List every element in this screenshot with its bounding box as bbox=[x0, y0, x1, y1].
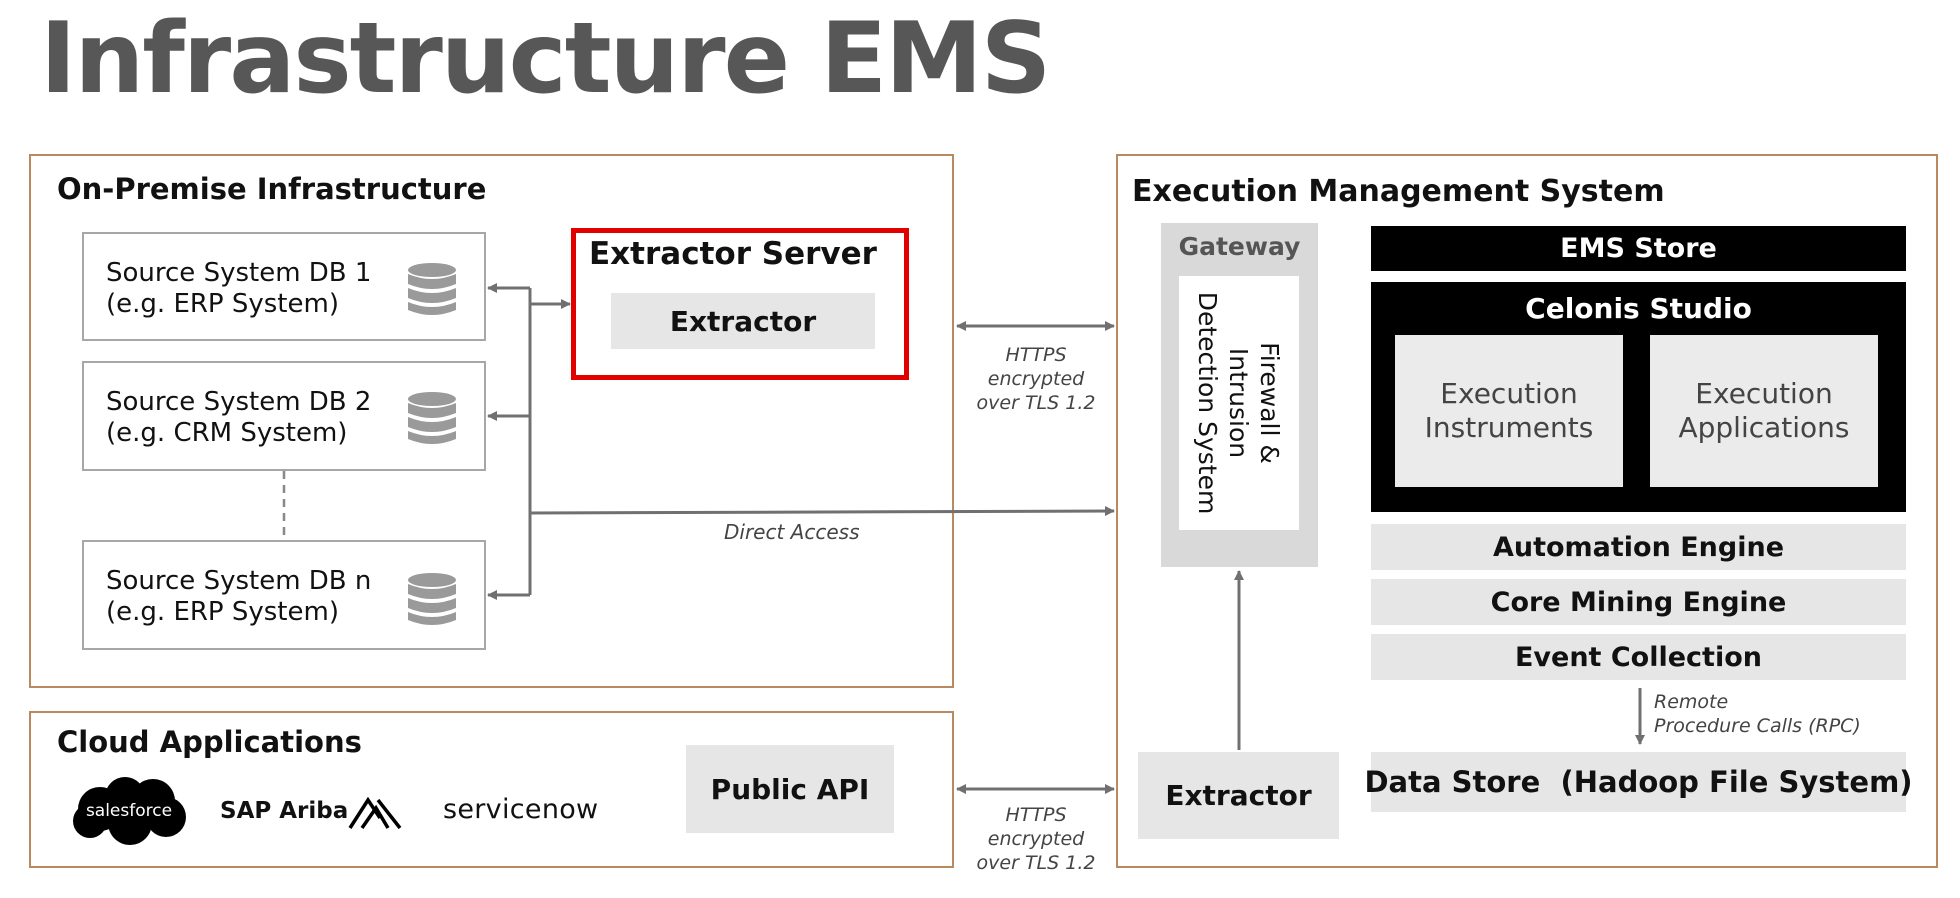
sap-ariba-logo: SAP Ariba bbox=[220, 796, 402, 830]
ems-extractor-box: Extractor bbox=[1138, 752, 1339, 839]
sap-ariba-logo-text: SAP Ariba bbox=[220, 798, 349, 824]
event-collection-bar: Event Collection bbox=[1371, 634, 1906, 680]
direct-access-arrow bbox=[529, 506, 1115, 517]
direct-access-label: Direct Access bbox=[724, 520, 860, 544]
source-db-1-box: Source System DB 1 (e.g. ERP System) bbox=[82, 232, 486, 341]
gateway-title: Gateway bbox=[1178, 232, 1301, 261]
servicenow-logo: servicenow bbox=[443, 794, 599, 825]
execution-applications-line2: Applications bbox=[1678, 411, 1850, 444]
database-icon bbox=[408, 392, 456, 444]
ems-store-bar: EMS Store bbox=[1371, 226, 1906, 271]
extractor-server-box bbox=[571, 228, 909, 380]
execution-instruments-line1: Execution bbox=[1440, 377, 1578, 410]
extractor-onprem-box: Extractor bbox=[611, 293, 875, 349]
execution-applications-box: Execution Applications bbox=[1650, 335, 1878, 487]
salesforce-logo-text: salesforce bbox=[85, 801, 173, 821]
core-mining-engine-bar: Core Mining Engine bbox=[1371, 579, 1906, 625]
salesforce-logo: salesforce bbox=[70, 775, 188, 847]
firewall-box: Firewall & Intrusion Detection System bbox=[1179, 276, 1299, 530]
on-premise-frame bbox=[29, 154, 954, 688]
https-bottom-line3: over TLS 1.2 bbox=[976, 852, 1096, 874]
automation-engine-bar: Automation Engine bbox=[1371, 524, 1906, 570]
extractor-server-title: Extractor Server bbox=[589, 236, 877, 272]
https-top-line2: encrypted bbox=[987, 368, 1085, 390]
database-icon bbox=[408, 573, 456, 625]
page-title: Infrastructure EMS bbox=[40, 2, 1051, 116]
rpc-note-line2: Procedure Calls (RPC) bbox=[1654, 715, 1861, 737]
ariba-mark-icon bbox=[348, 796, 402, 830]
https-bottom-line2: encrypted bbox=[987, 828, 1085, 850]
execution-instruments-line2: Instruments bbox=[1424, 411, 1594, 444]
on-premise-title: On-Premise Infrastructure bbox=[57, 172, 487, 206]
source-db-n-example: (e.g. ERP System) bbox=[106, 597, 339, 627]
https-top-line3: over TLS 1.2 bbox=[976, 392, 1096, 414]
execution-applications-line1: Execution bbox=[1695, 377, 1833, 410]
rpc-note-line1: Remote bbox=[1654, 691, 1729, 713]
https-bottom-label: HTTPS encrypted over TLS 1.2 bbox=[968, 803, 1104, 875]
ems-frame bbox=[1116, 154, 1938, 868]
source-db-n-name: Source System DB n bbox=[106, 566, 372, 596]
https-bottom-line1: HTTPS bbox=[1005, 804, 1067, 826]
ems-title: Execution Management System bbox=[1132, 174, 1665, 209]
source-db-2-name: Source System DB 2 bbox=[106, 387, 372, 417]
data-store-bar: Data Store (Hadoop File System) bbox=[1364, 752, 1913, 812]
source-db-1-name: Source System DB 1 bbox=[106, 258, 372, 288]
cloud-title: Cloud Applications bbox=[57, 725, 362, 759]
source-db-2-box: Source System DB 2 (e.g. CRM System) bbox=[82, 361, 486, 471]
https-top-label: HTTPS encrypted over TLS 1.2 bbox=[968, 343, 1104, 415]
database-icon bbox=[408, 263, 456, 315]
public-api-box: Public API bbox=[686, 745, 894, 833]
cloud-frame bbox=[29, 711, 954, 868]
celonis-studio-title: Celonis Studio bbox=[1525, 291, 1752, 325]
https-top-line1: HTTPS bbox=[1005, 344, 1067, 366]
execution-instruments-box: Execution Instruments bbox=[1395, 335, 1623, 487]
source-db-1-example: (e.g. ERP System) bbox=[106, 289, 339, 319]
source-db-2-example: (e.g. CRM System) bbox=[106, 418, 348, 448]
rpc-note: Remote Procedure Calls (RPC) bbox=[1654, 690, 1861, 738]
source-db-n-box: Source System DB n (e.g. ERP System) bbox=[82, 540, 486, 650]
